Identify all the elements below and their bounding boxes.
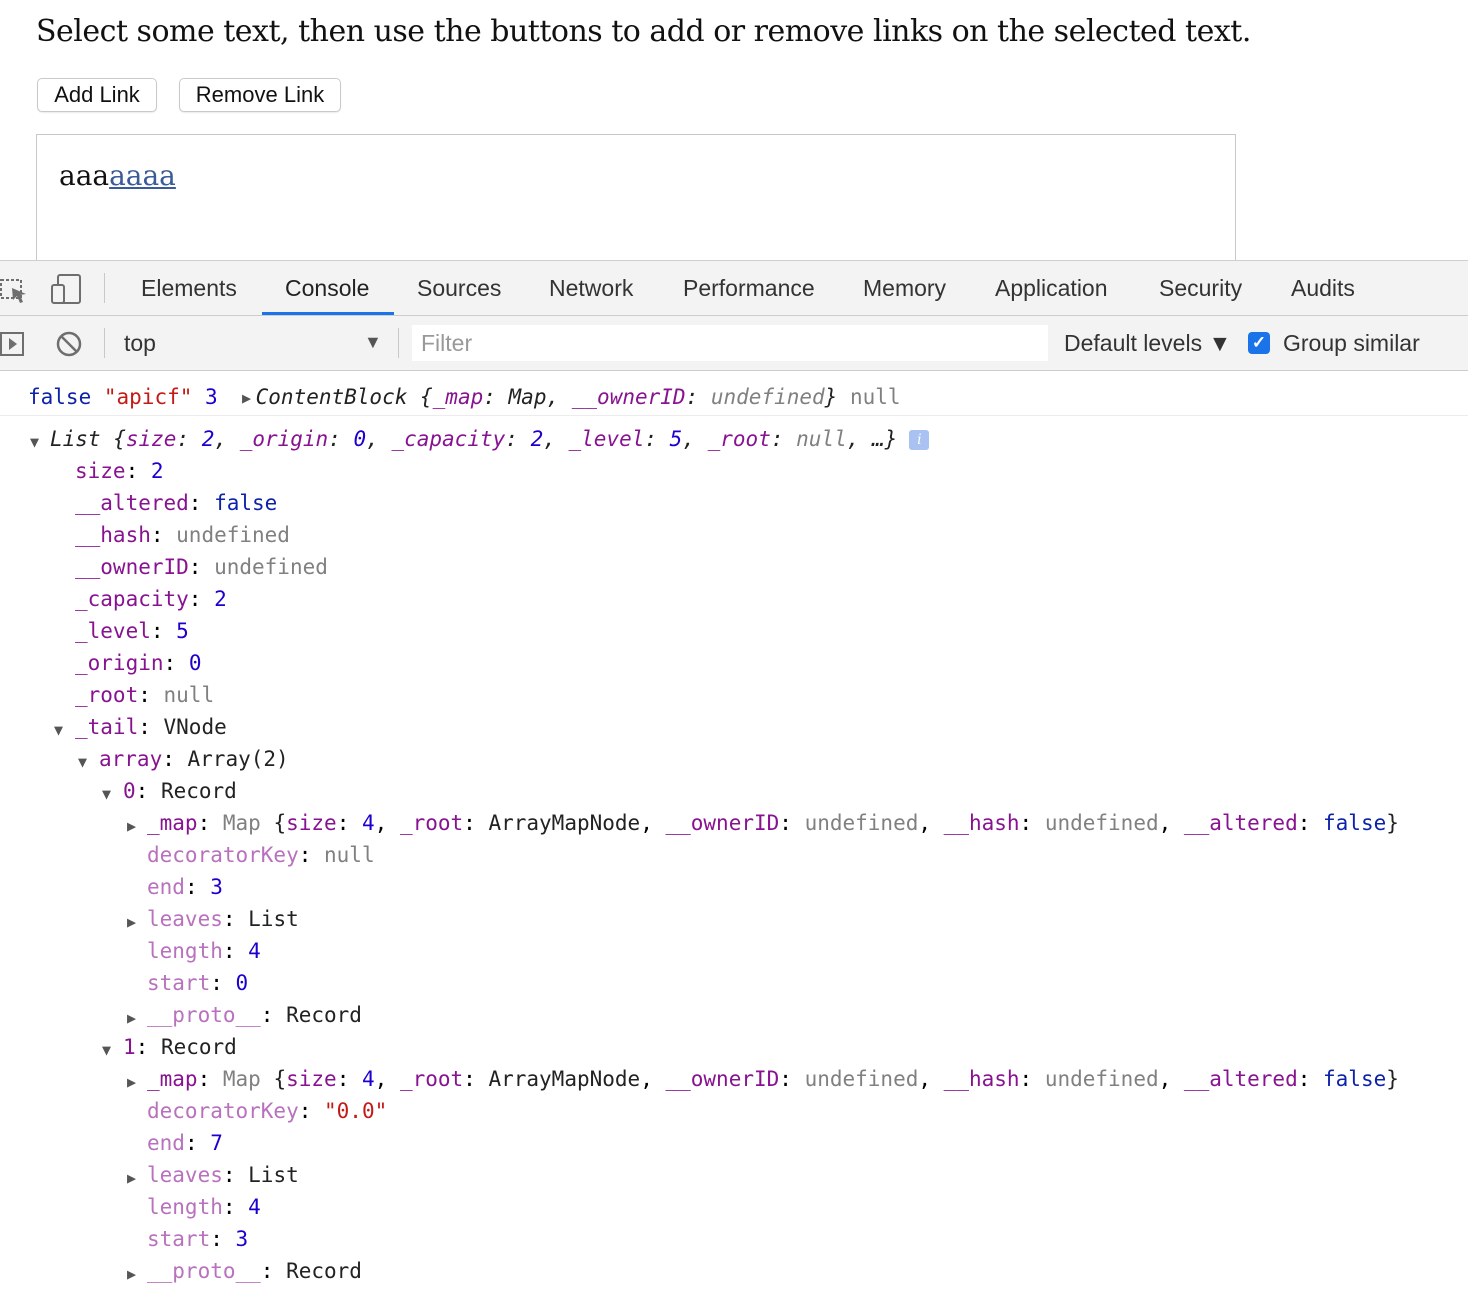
add-link-button[interactable]: Add Link xyxy=(37,78,157,112)
prop-array[interactable]: array: Array(2) xyxy=(99,747,289,771)
log-object-key: __ownerID xyxy=(571,385,686,409)
collapse-triangle-icon[interactable]: ▼ xyxy=(78,753,88,771)
record-1-proto[interactable]: __proto__: Record xyxy=(147,1259,362,1283)
context-dropdown-icon[interactable]: ▼ xyxy=(364,332,382,352)
prop-hash: __hash: undefined xyxy=(75,523,290,547)
remove-link-button[interactable]: Remove Link xyxy=(179,78,341,112)
info-icon[interactable]: i xyxy=(909,430,930,450)
log-value-null: null xyxy=(849,385,901,409)
log-object-value: Map xyxy=(508,385,547,409)
record-1-length: length: 4 xyxy=(147,1195,261,1219)
context-selector[interactable]: top xyxy=(124,330,156,356)
log-message: false "apicf" 3 ContentBlock {_map: Map,… xyxy=(28,385,901,409)
group-similar-checkbox[interactable]: ✓ xyxy=(1248,332,1270,354)
log-object-open: { xyxy=(407,385,433,409)
tab-sources[interactable]: Sources xyxy=(417,274,502,301)
record-0[interactable]: 0: Record xyxy=(123,779,237,803)
record-1-map[interactable]: _map: Map {size: 4, _root: ArrayMapNode,… xyxy=(147,1067,1399,1091)
prop-capacity: _capacity: 2 xyxy=(75,587,227,611)
record-1-decoratorkey: decoratorKey: "0.0" xyxy=(147,1099,388,1123)
log-object-name[interactable]: ContentBlock xyxy=(255,385,408,409)
toolbar-separator-2 xyxy=(398,328,399,358)
record-1-start: start: 3 xyxy=(147,1227,249,1251)
tab-security[interactable]: Security xyxy=(1159,274,1243,301)
record-0-length: length: 4 xyxy=(147,939,261,963)
tab-memory[interactable]: Memory xyxy=(863,274,947,301)
prop-tail[interactable]: _tail: VNode xyxy=(75,715,227,739)
editor-content[interactable]: aaaaaaa xyxy=(59,159,176,192)
message-separator xyxy=(0,415,1468,416)
record-0-map[interactable]: _map: Map {size: 4, _root: ArrayMapNode,… xyxy=(147,811,1399,835)
rich-text-editor[interactable]: aaaaaaa xyxy=(36,134,1236,274)
expand-triangle-icon[interactable]: ▶ xyxy=(242,389,252,407)
devtools-tabbar: Elements Console Sources Network Perform… xyxy=(0,261,1468,316)
console-toolbar: top ▼ Filter Default levels ▼ ✓ Group si… xyxy=(0,316,1468,371)
expand-triangle-icon[interactable]: ▶ xyxy=(127,913,137,931)
record-1-end: end: 7 xyxy=(147,1131,223,1155)
log-object-value: undefined xyxy=(710,385,825,409)
collapse-triangle-icon[interactable]: ▼ xyxy=(54,721,64,739)
tab-network[interactable]: Network xyxy=(549,274,634,301)
log-value-string: "apicf" xyxy=(103,385,193,409)
active-tab-indicator xyxy=(262,312,394,315)
collapse-triangle-icon[interactable]: ▼ xyxy=(30,433,40,451)
expand-triangle-icon[interactable]: ▶ xyxy=(127,1169,137,1187)
console-output: false "apicf" 3 ContentBlock {_map: Map,… xyxy=(0,371,1468,1295)
record-0-proto[interactable]: __proto__: Record xyxy=(147,1003,362,1027)
tab-performance[interactable]: Performance xyxy=(683,274,815,301)
prop-ownerid: __ownerID: undefined xyxy=(75,555,328,579)
log-value-false: false xyxy=(28,385,92,409)
expand-triangle-icon[interactable]: ▶ xyxy=(127,817,137,835)
tab-audits[interactable]: Audits xyxy=(1291,274,1355,301)
device-toolbar-icon[interactable] xyxy=(50,273,84,310)
expand-triangle-icon[interactable]: ▶ xyxy=(127,1073,137,1091)
expand-triangle-icon[interactable]: ▶ xyxy=(127,1009,137,1027)
clear-console-icon[interactable] xyxy=(55,330,83,363)
inspect-element-icon[interactable] xyxy=(0,276,30,309)
record-1[interactable]: 1: Record xyxy=(123,1035,237,1059)
record-0-start: start: 0 xyxy=(147,971,249,995)
record-0-decoratorkey: decoratorKey: null xyxy=(147,843,375,867)
record-1-leaves[interactable]: leaves: List xyxy=(147,1163,299,1187)
prop-level: _level: 5 xyxy=(75,619,189,643)
log-levels-dropdown[interactable]: Default levels ▼ xyxy=(1064,330,1232,356)
instructions-text: Select some text, then use the buttons t… xyxy=(36,14,1251,49)
filter-input[interactable]: Filter xyxy=(412,325,1048,361)
expand-triangle-icon[interactable]: ▶ xyxy=(127,1265,137,1283)
collapse-triangle-icon[interactable]: ▼ xyxy=(102,1041,112,1059)
show-sidebar-icon[interactable] xyxy=(0,331,26,362)
devtools-panel: Elements Console Sources Network Perform… xyxy=(0,260,1468,1295)
tab-elements[interactable]: Elements xyxy=(141,274,237,301)
log-object-key: _map xyxy=(432,385,484,409)
toolbar-separator xyxy=(104,328,105,358)
log-object-close: } xyxy=(824,385,838,409)
prop-root: _root: null xyxy=(75,683,215,707)
editor-link-text[interactable]: aaaa xyxy=(109,159,176,192)
editor-plain-text: aaa xyxy=(59,159,110,192)
prop-origin: _origin: 0 xyxy=(75,651,202,675)
list-object-header[interactable]: List {size: 2, _origin: 0, _capacity: 2,… xyxy=(50,424,930,454)
tab-application[interactable]: Application xyxy=(995,274,1108,301)
page-area: Select some text, then use the buttons t… xyxy=(0,0,1468,274)
tab-console[interactable]: Console xyxy=(285,274,370,301)
prop-altered: __altered: false xyxy=(75,491,278,515)
log-value-number: 3 xyxy=(205,385,218,409)
prop-size: size: 2 xyxy=(75,459,164,483)
record-0-end: end: 3 xyxy=(147,875,223,899)
collapse-triangle-icon[interactable]: ▼ xyxy=(102,785,112,803)
group-similar-label: Group similar xyxy=(1283,330,1420,356)
tabbar-separator xyxy=(104,273,105,303)
record-0-leaves[interactable]: leaves: List xyxy=(147,907,299,931)
